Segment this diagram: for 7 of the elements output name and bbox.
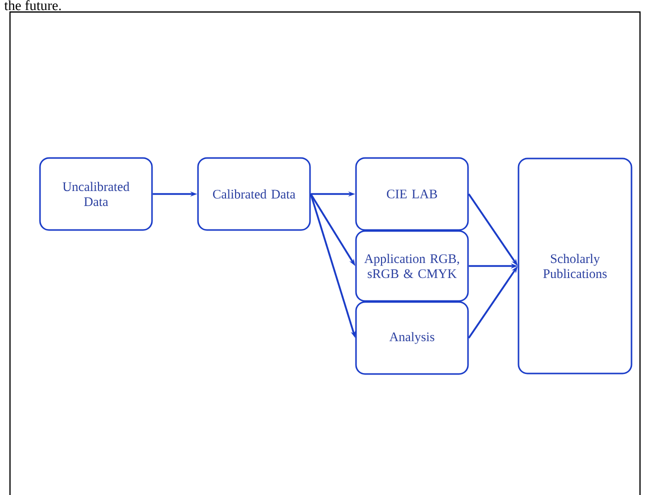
process-box: Application RGB, sRGB & CMYK [355, 230, 469, 302]
process-box: CIE LAB [355, 157, 469, 231]
process-box: Uncalibrated Data [39, 157, 153, 231]
process-box: Calibrated Data [197, 157, 311, 231]
process-box: Analysis [355, 301, 469, 375]
process-box: Scholarly Publications [518, 158, 632, 374]
caption-text: the future. [4, 0, 61, 10]
